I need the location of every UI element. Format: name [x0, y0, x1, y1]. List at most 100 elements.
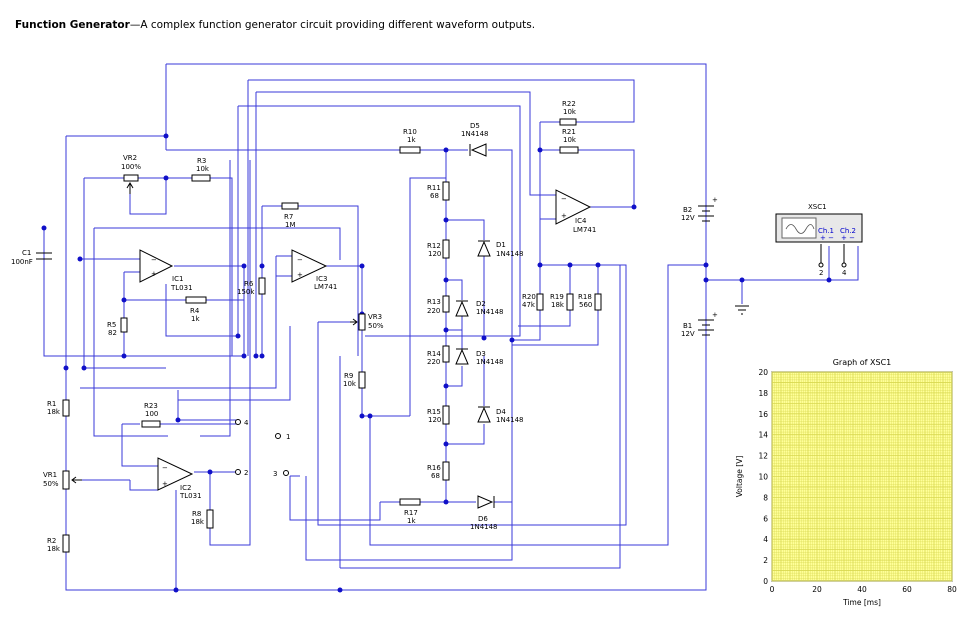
ic3-value: LM741 — [314, 283, 337, 291]
caption-title: Function Generator — [15, 19, 130, 31]
r9-value: 10k — [343, 380, 357, 388]
junction-dot — [739, 277, 745, 283]
r15-name: R15 — [427, 408, 441, 416]
r10-value: 1k — [407, 136, 416, 144]
graph-grid — [771, 371, 953, 582]
potentiometer-vr3: VR3 50% — [350, 313, 384, 331]
b1-value: 12V — [681, 330, 695, 338]
sine-icon — [785, 224, 815, 234]
graph-y-tick-label: 8 — [763, 493, 768, 502]
scope-pin-4[interactable] — [841, 262, 847, 268]
resistor-r10: R10 1k — [399, 128, 421, 154]
r21-name: R21 — [562, 128, 576, 136]
r23-value: 100 — [145, 410, 158, 418]
terminal-4-node[interactable] — [235, 419, 241, 425]
r22-value: 10k — [563, 108, 577, 116]
ic1-value: TL031 — [170, 284, 193, 292]
r14-name: R14 — [427, 350, 441, 358]
vr3-value: 50% — [368, 322, 384, 330]
svg-text:+: + — [712, 196, 718, 204]
r18-name: R18 — [578, 293, 592, 301]
r7-value: 1M — [285, 221, 296, 229]
resistor-r21: R21 10k — [559, 128, 579, 154]
diode-d6: D6 1N4148 — [470, 495, 498, 531]
opamp-ic2: − + IC2 TL031 — [157, 457, 202, 500]
opamp-ic1: − + IC1 TL031 — [139, 249, 193, 292]
scope-ch2-label: Ch.2 — [840, 227, 856, 235]
vr1-value: 50% — [43, 480, 59, 488]
r7-name: R7 — [284, 213, 293, 221]
vr2-value: 100% — [121, 163, 141, 171]
svg-text:−: − — [162, 464, 168, 472]
r6-value: 150k — [237, 288, 255, 296]
r2-name: R2 — [47, 537, 56, 545]
output-terminals: 4 1 2 3 — [235, 419, 290, 478]
scope-pin1-label: 2 — [819, 269, 823, 277]
junction-dot — [703, 277, 709, 283]
resistor-r9: R9 10k — [343, 371, 366, 389]
b1-name: B1 — [683, 322, 692, 330]
diode-d5: D5 1N4148 — [461, 122, 489, 157]
opamp-ic4: − + IC4 LM741 — [555, 189, 596, 234]
graph-x-axis-label: Time [ms] — [842, 598, 881, 607]
r1-value: 18k — [47, 408, 61, 416]
junction-dot — [595, 262, 601, 268]
d3-name: D3 — [476, 350, 486, 358]
r14-value: 220 — [427, 358, 440, 366]
terminal-3-label: 3 — [273, 470, 277, 478]
terminal-2-label: 2 — [244, 469, 248, 477]
terminal-1-node[interactable] — [275, 433, 281, 439]
graph-y-tick-label: 18 — [758, 389, 768, 398]
r13-value: 220 — [427, 307, 440, 315]
resistor-r12: R12 120 — [427, 239, 450, 259]
r11-value: 68 — [430, 192, 439, 200]
scope-screen — [781, 217, 817, 239]
junction-dot — [63, 365, 69, 371]
ic3-name: IC3 — [316, 275, 327, 283]
r12-value: 120 — [428, 250, 441, 258]
graph-x-tick-label: 20 — [812, 585, 822, 594]
junction-dot — [163, 133, 169, 139]
junction-dot — [703, 262, 709, 268]
junction-dot — [259, 353, 265, 359]
svg-text:−: − — [297, 256, 303, 264]
resistor-r18: R18 560 — [578, 293, 602, 311]
d1-name: D1 — [496, 241, 506, 249]
resistor-r2: R2 18k — [47, 534, 70, 553]
junction-dot — [235, 333, 241, 339]
terminal-4-label: 4 — [244, 419, 249, 427]
graph-x-tick-label: 60 — [902, 585, 912, 594]
junction-dot — [826, 277, 832, 283]
graph-y-tick-label: 14 — [758, 431, 768, 440]
graph-y-axis-label: Voltage [V] — [735, 456, 744, 498]
svg-text:+: + — [561, 212, 567, 220]
terminal-2-node[interactable] — [235, 469, 241, 475]
oscilloscope-xsc1[interactable]: XSC1 Ch.1 Ch.2 + − + − 2 4 — [775, 203, 863, 277]
resistor-r20: R20 47k — [522, 293, 544, 311]
diode-d1: D1 1N4148 — [477, 240, 524, 258]
r23-name: R23 — [144, 402, 158, 410]
junction-dot — [81, 365, 87, 371]
scope-pin-2[interactable] — [818, 262, 824, 268]
r4-name: R4 — [190, 307, 200, 315]
junction-dot — [443, 327, 449, 333]
resistor-r17: R17 1k — [399, 498, 421, 525]
svg-text:+: + — [712, 311, 718, 319]
potentiometer-vr2: VR2 100% — [121, 154, 141, 194]
terminal-3-node[interactable] — [283, 470, 289, 476]
d2-name: D2 — [476, 300, 486, 308]
diode-d2: D2 1N4148 — [455, 300, 504, 317]
junctions — [41, 133, 832, 593]
resistor-r22: R22 10k — [559, 100, 577, 126]
resistor-r11: R11 68 — [427, 181, 450, 201]
battery-b1: + B1 12V — [681, 311, 718, 338]
junction-dot — [175, 417, 181, 423]
vr3-name: VR3 — [368, 313, 382, 321]
b2-name: B2 — [683, 206, 692, 214]
r21-value: 10k — [563, 136, 577, 144]
r18-value: 560 — [579, 301, 592, 309]
caption-dash: — — [129, 19, 141, 31]
